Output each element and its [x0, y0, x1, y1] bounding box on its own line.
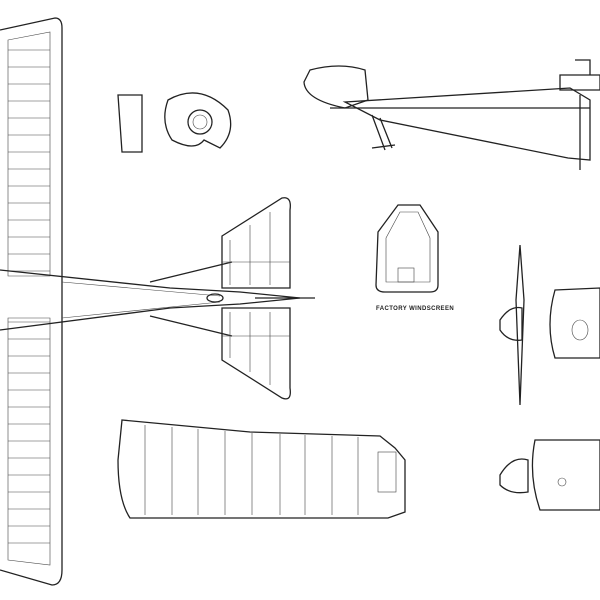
fuselage-side-view: [303, 59, 600, 170]
upper-wing-planform: [0, 17, 63, 586]
lower-wing-planform: [117, 419, 406, 519]
nose-detail: [499, 439, 600, 511]
windscreen-caption: FACTORY WINDSCREEN: [376, 306, 455, 312]
front-view-engine: [499, 244, 600, 406]
fuselage-top-view: [0, 261, 315, 337]
tailplane-top-view: [221, 197, 291, 400]
cowling-detail: [117, 92, 232, 153]
windscreen-detail: [375, 204, 439, 293]
